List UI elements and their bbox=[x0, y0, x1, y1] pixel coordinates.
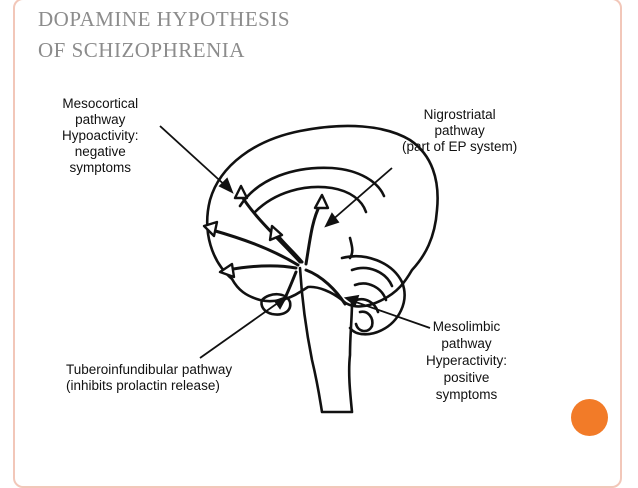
mesolimbic-pathway bbox=[304, 268, 347, 306]
brain-outline bbox=[205, 124, 439, 308]
callout-tubero bbox=[199, 299, 283, 359]
mesocortical-label: Mesocortical pathway Hypoactivity: negat… bbox=[62, 96, 139, 176]
mesocortical-symptoms-2: symptoms bbox=[69, 160, 132, 175]
mesolimbic-symptoms-2: symptoms bbox=[435, 387, 498, 402]
nigrostriatal-pathway bbox=[304, 203, 322, 266]
mesocortical-symptoms-1: negative bbox=[74, 144, 126, 159]
cerebellum bbox=[340, 255, 406, 336]
title-line-1: Dopamine Hypothesis bbox=[38, 7, 291, 31]
striatal-branch bbox=[274, 231, 304, 264]
arrowhead-1 bbox=[233, 184, 249, 200]
arrowhead-4 bbox=[313, 193, 330, 210]
callout-mesolimbic bbox=[349, 299, 431, 329]
mesocortical-name: Mesocortical bbox=[62, 96, 139, 111]
nigrostriatal-label: Nigrostriatal pathway (part of EP system… bbox=[402, 107, 517, 155]
brainstem bbox=[298, 266, 354, 414]
mesocortical-pathway-word: pathway bbox=[75, 112, 126, 127]
title-line-2: of Schizophrenia bbox=[38, 38, 245, 62]
mesocortical-pathway-2 bbox=[210, 228, 300, 267]
mesolimbic-pathway-word: pathway bbox=[441, 336, 492, 351]
accent-circle bbox=[571, 399, 608, 436]
mesolimbic-effect: Hyperactivity: bbox=[426, 353, 508, 368]
slide-title: Dopamine Hypothesis of Schizophrenia bbox=[38, 4, 290, 66]
nigrostriatal-pathway-word: pathway bbox=[434, 123, 485, 138]
mesolimbic-symptoms-1: positive bbox=[443, 370, 490, 385]
tuberoinfundibular-label: Tuberoinfundibular pathway (inhibits pro… bbox=[66, 362, 232, 394]
callout-mesocortical bbox=[159, 125, 229, 189]
mesocortical-pathway-3 bbox=[226, 264, 298, 272]
mesocortical-effect: Hypoactivity: bbox=[62, 128, 139, 143]
arrowhead-5 bbox=[268, 224, 284, 242]
mesolimbic-name: Mesolimbic bbox=[432, 319, 501, 334]
mesocortical-pathway-1 bbox=[239, 193, 302, 264]
callout-nigrostriatal bbox=[329, 167, 393, 223]
mesolimbic-label: Mesolimbic pathway Hyperactivity: positi… bbox=[426, 318, 507, 403]
tubero-note: (inhibits prolactin release) bbox=[66, 378, 220, 393]
nigrostriatal-note: (part of EP system) bbox=[402, 139, 518, 154]
tubero-name: Tuberoinfundibular pathway bbox=[66, 362, 233, 377]
pituitary bbox=[260, 292, 292, 316]
arrowhead-3 bbox=[218, 262, 236, 279]
nigrostriatal-name: Nigrostriatal bbox=[423, 107, 496, 122]
arrowhead-2 bbox=[202, 220, 219, 238]
